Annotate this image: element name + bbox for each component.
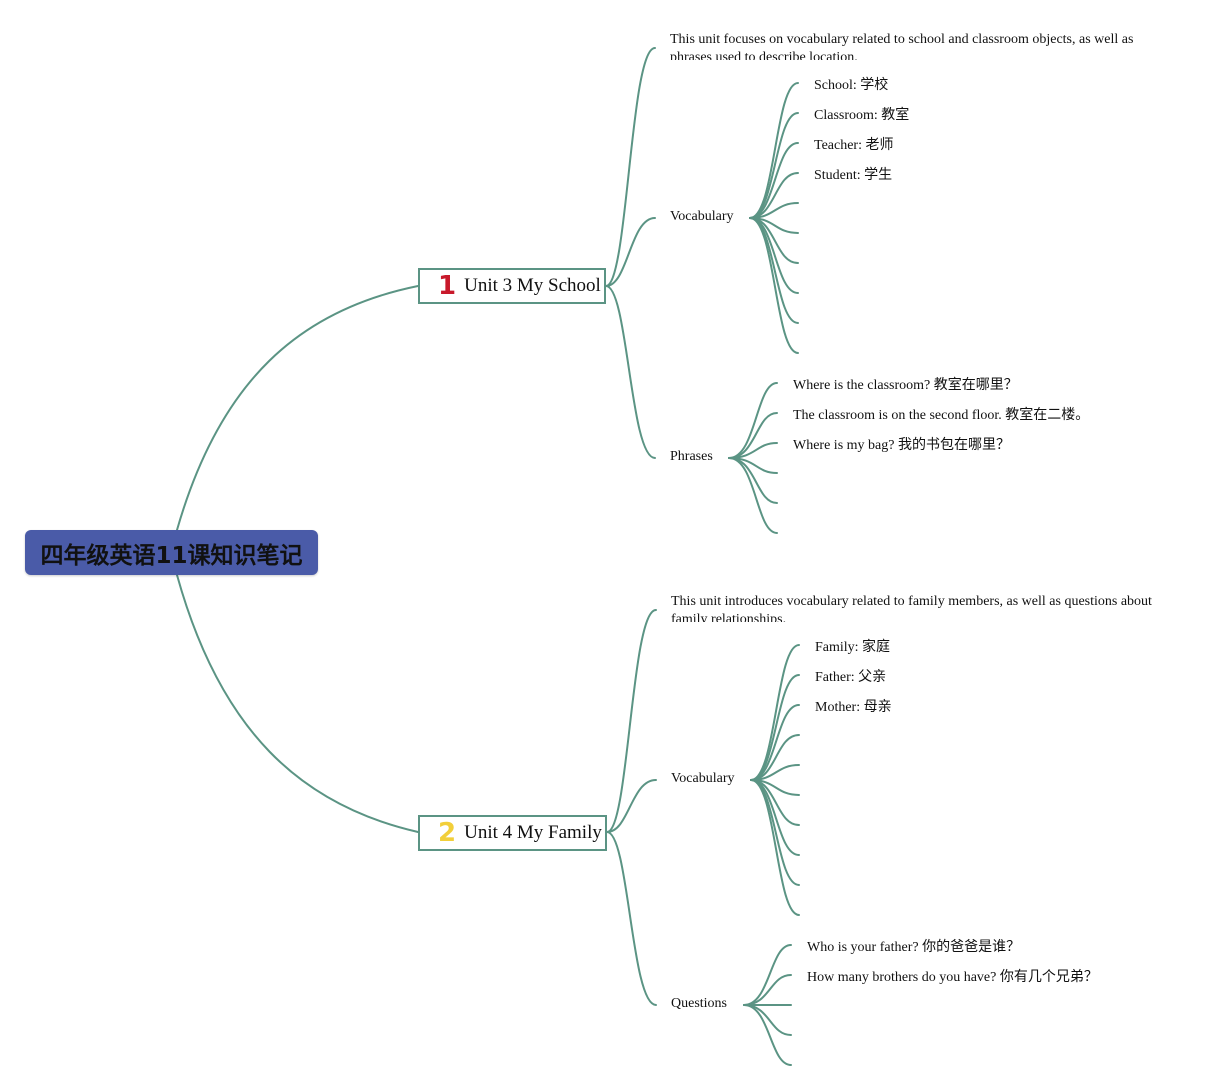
unit4-question-item[interactable]: How many brothers do you have? 你有几个兄弟？ [807,970,1098,985]
link-unit3-phrases [605,285,656,459]
unit3-phrase-item[interactable]: The classroom is on the second floor. 教室… [793,408,1090,423]
link-root-unit3 [176,285,419,531]
unit4-vocabulary-topic[interactable]: Vocabulary [671,771,735,786]
unit3-vocab-item[interactable]: School: 学校 [814,78,889,93]
unit4-description[interactable]: This unit introduces vocabulary related … [671,594,1152,622]
root-title: 四年级英语11课知识笔记 [40,542,303,569]
link-unit3-desc [605,47,656,287]
unit3-vocab-item[interactable]: Student: 学生 [814,168,893,183]
unit3-phrases-links [728,382,778,534]
unit4-vocabulary-links [750,644,800,916]
link-unit4-questions [606,831,657,1006]
unit3-vocabulary-topic[interactable]: Vocabulary [670,209,734,224]
unit4-topic[interactable]: 2 Unit 4 My Family [418,815,607,851]
link-unit3-vocab [605,217,656,287]
root-topic[interactable]: 四年级英语11课知识笔记 [25,530,318,575]
unit3-description[interactable]: This unit focuses on vocabulary related … [670,32,1134,60]
unit4-title: Unit 4 My Family [464,822,602,843]
unit3-vocab-item[interactable]: Teacher: 老师 [814,138,894,153]
unit3-vocab-item[interactable]: Classroom: 教室 [814,108,910,123]
link-root-unit4 [176,574,419,833]
unit4-vocab-item[interactable]: Father: 父亲 [815,670,887,685]
unit3-phrases-topic[interactable]: Phrases [670,449,713,464]
link-unit4-vocab [606,779,657,833]
unit4-vocab-item[interactable]: Mother: 母亲 [815,700,892,715]
unit3-phrase-item[interactable]: Where is my bag? 我的书包在哪里？ [793,438,1010,453]
number-two-icon: 2 [438,818,457,848]
unit4-questions-links [743,944,792,1066]
unit3-vocabulary-links [749,82,799,354]
number-one-icon: 1 [438,271,457,301]
unit3-topic[interactable]: 1 Unit 3 My School [418,268,606,304]
unit3-phrase-item[interactable]: Where is the classroom? 教室在哪里？ [793,378,1018,393]
unit3-title: Unit 3 My School [464,275,601,296]
unit4-question-item[interactable]: Who is your father? 你的爸爸是谁？ [807,940,1021,955]
unit4-questions-topic[interactable]: Questions [671,996,727,1011]
link-unit4-desc [606,609,657,833]
unit4-vocab-item[interactable]: Family: 家庭 [815,640,891,655]
